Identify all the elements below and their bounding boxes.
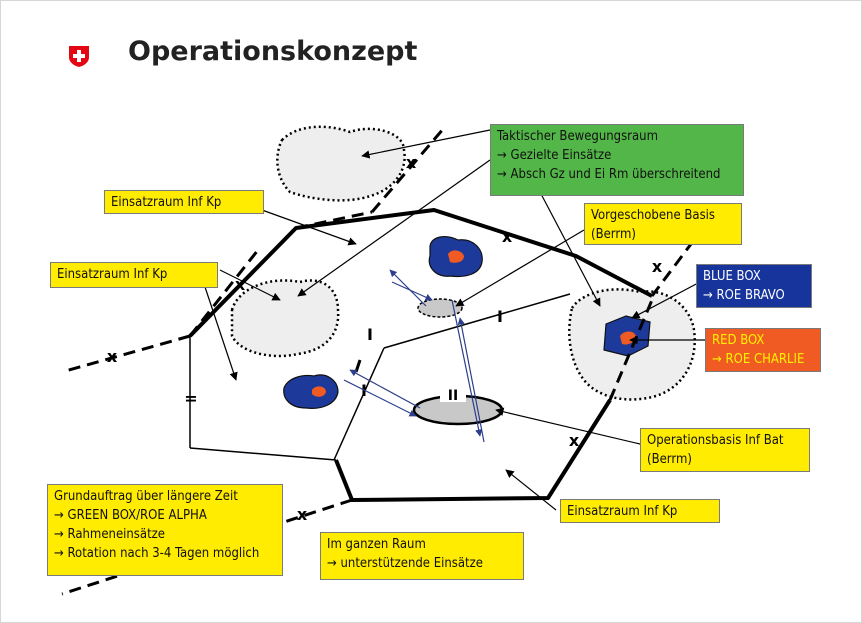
boundary-x-left: x — [107, 347, 118, 366]
perimeter-boundary — [188, 208, 653, 502]
label-red-box: RED BOX → ROE CHARLIE — [705, 328, 821, 372]
tactical-area-top — [276, 125, 406, 202]
boundary-x-upper-left: x — [235, 275, 246, 294]
boundary-double-left: = — [184, 389, 197, 408]
movement-arrows — [343, 269, 485, 443]
boundary-single-right: I — [497, 307, 503, 326]
label-im-ganzen-raum: Im ganzen Raum → unterstützende Einsätze — [320, 532, 524, 580]
slide-title: Operationskonzept — [128, 36, 418, 67]
label-vorgeschobene-basis: Vorgeschobene Basis (Berrm) — [584, 203, 742, 245]
boundary-x-bottom: x — [297, 505, 308, 524]
forward-base-ellipse — [417, 298, 463, 318]
label-einsatzraum-top: Einsatzraum Inf Kp — [104, 190, 264, 214]
battalion-symbol-box — [440, 386, 466, 402]
tactical-area-left — [230, 279, 340, 358]
red-box-core-left — [312, 386, 326, 397]
boundary-x-top: x — [406, 153, 417, 172]
sector-boundaries — [189, 293, 571, 461]
red-box-core-center — [448, 250, 464, 263]
swiss-flag-icon — [69, 46, 89, 67]
boundary-x-lower-right: x — [569, 431, 580, 450]
label-grundauftrag: Grundauftrag über längere Zeit → GREEN B… — [47, 484, 283, 576]
annotation-arrows — [199, 129, 708, 511]
label-operationsbasis: Operationsbasis Inf Bat (Berrm) — [640, 428, 810, 472]
boundary-x-right: x — [652, 257, 663, 276]
blue-box-area-left — [283, 374, 339, 409]
boundary-single-center: I — [367, 325, 373, 344]
label-einsatzraum-left: Einsatzraum Inf Kp — [50, 262, 218, 288]
label-einsatzraum-bottom: Einsatzraum Inf Kp — [560, 499, 720, 523]
boundary-single-mid — [354, 359, 362, 373]
label-blue-box: BLUE BOX → ROE BRAVO — [696, 264, 812, 308]
battalion-symbol: II — [448, 388, 458, 404]
label-taktischer-bewegungsraum: Taktischer Bewegungsraum → Gezielte Eins… — [490, 124, 744, 196]
boundary-x-top-right: x — [502, 227, 513, 246]
